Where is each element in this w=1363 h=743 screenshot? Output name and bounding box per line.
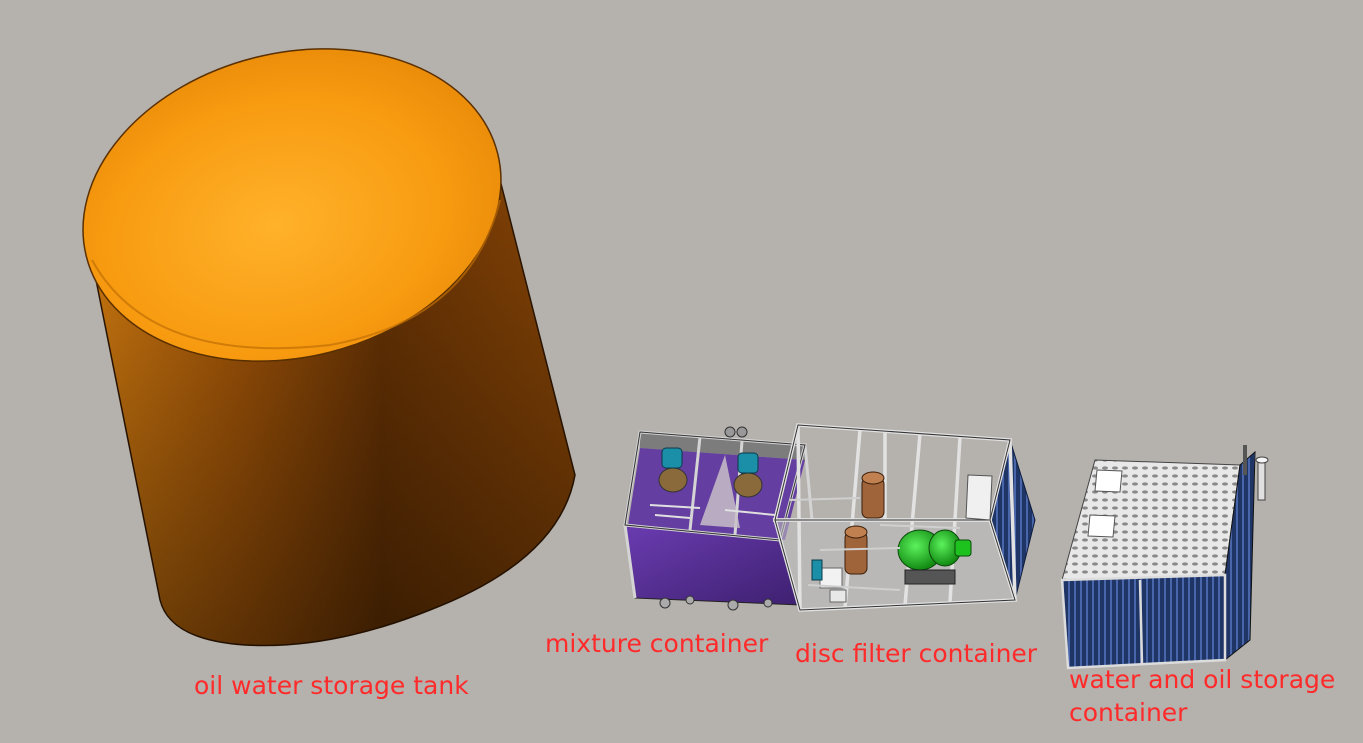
- label-oil-water-storage-tank: oil water storage tank: [194, 671, 469, 700]
- disc-filter-canister-top: [861, 471, 885, 519]
- oil-water-storage-tank: [82, 48, 576, 647]
- roof-hatch-1: [1094, 469, 1123, 493]
- mixture-pump-left: [658, 447, 688, 493]
- mixture-container: [623, 426, 814, 611]
- label-disc-filter-container: disc filter container: [795, 639, 1038, 668]
- label-mixture-container: mixture container: [545, 629, 769, 658]
- vent-pipe: [1255, 456, 1269, 501]
- disc-filter-canister-bottom: [844, 525, 868, 575]
- mixture-pump-right: [733, 452, 763, 498]
- label-water-and-oil-storage-container: water and oil storage container: [1069, 665, 1336, 727]
- roof-hatch-2: [1087, 514, 1116, 538]
- disc-filter-container: [772, 423, 1036, 612]
- green-pump: [897, 529, 972, 585]
- water-oil-storage-container: [1060, 445, 1269, 670]
